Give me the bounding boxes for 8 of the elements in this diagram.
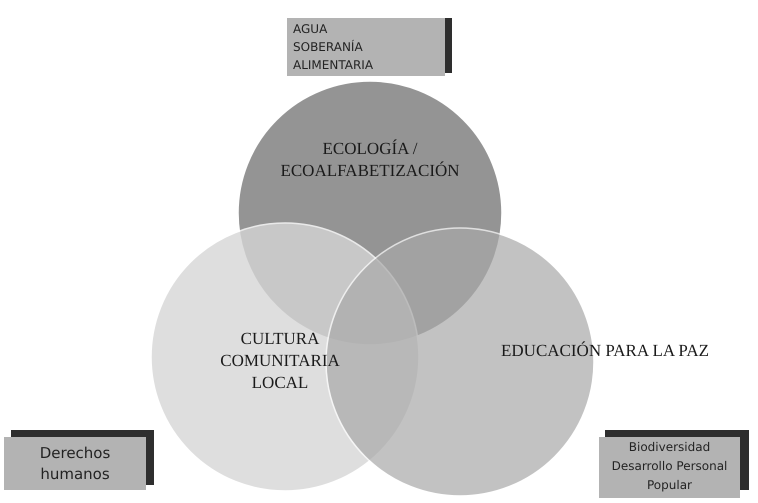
topic-text: Desarrollo Personal Popular	[610, 458, 728, 494]
topic-text: Biodiversidad	[628, 439, 712, 456]
circle-label: CULTURA COMUNITARIA LOCAL	[219, 328, 341, 394]
topic-text: Derechos humanos	[38, 443, 112, 485]
circle-label: ECOLOGÍA / ECOALFABETIZACIÓN	[279, 138, 461, 182]
circle-label: EDUCACIÓN PARA LA PAZ	[500, 340, 710, 362]
topic-text: SOBERANÍA ALIMENTARIA	[293, 38, 374, 74]
topic-text: AGUA	[293, 21, 328, 38]
